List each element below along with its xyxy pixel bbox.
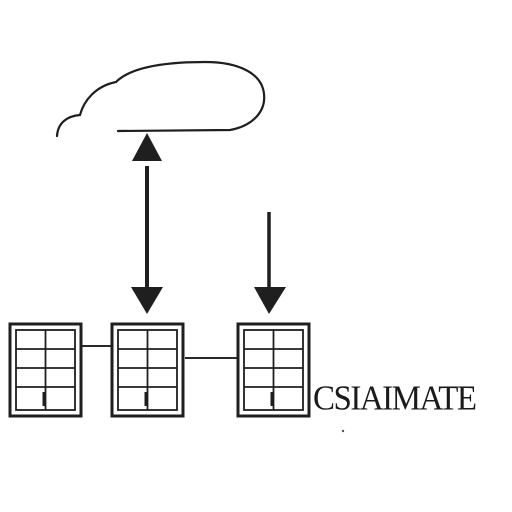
wordmark-text: CSIAIMATE [313, 380, 477, 418]
up-arrow-head [132, 133, 162, 161]
down-arrow-head-left [131, 287, 163, 314]
window-panel-1 [8, 322, 83, 418]
window-panel-2 [110, 322, 185, 418]
down-arrow-head-right [254, 287, 286, 314]
cloud-shape [55, 60, 266, 138]
dot-mark [341, 429, 345, 433]
window-panel-3 [236, 322, 311, 418]
